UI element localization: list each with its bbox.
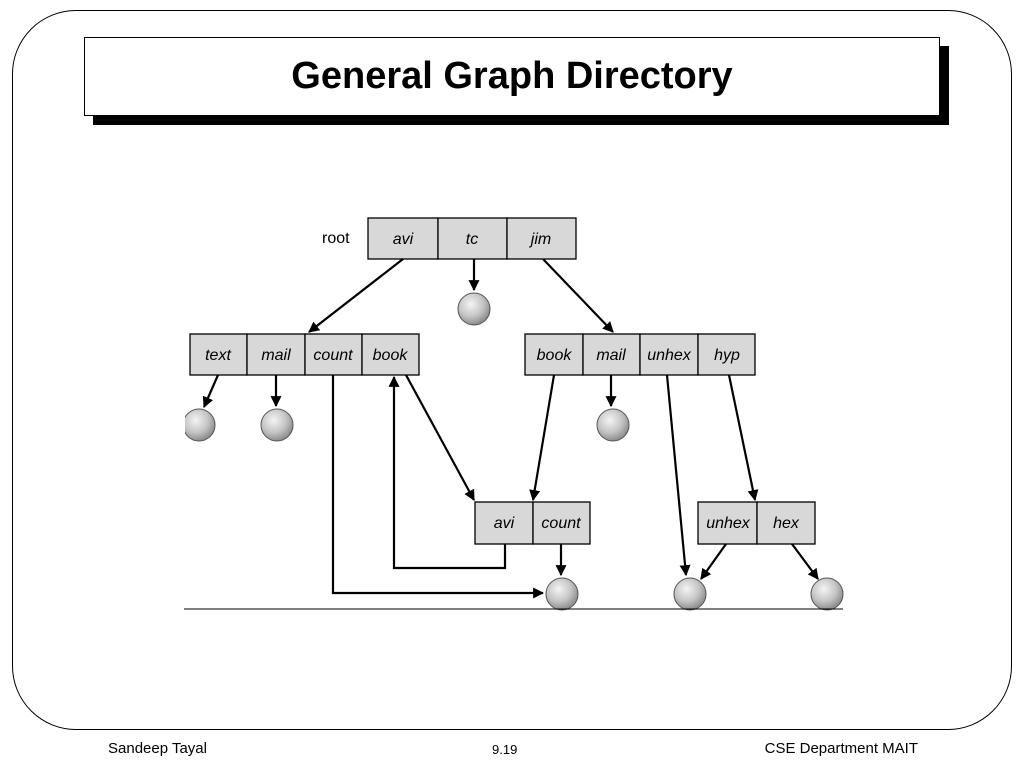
edge-count <box>331 375 545 599</box>
footer-page-number: 9.19 <box>492 742 518 757</box>
edge-hyp-unhex <box>700 543 727 580</box>
root-entry-jim: jim <box>529 231 551 248</box>
file-node-text <box>182 408 216 442</box>
root-entry-tc: tc <box>466 231 478 248</box>
edge-jim-book <box>529 374 556 502</box>
book-cell-avi <box>474 501 534 545</box>
edge-unhex <box>665 374 691 577</box>
title-box: General Graph Directory <box>84 37 940 116</box>
avi-cell-text <box>189 333 248 376</box>
slide-frame <box>12 10 1012 730</box>
root-cell-tc <box>437 217 508 260</box>
edge-hyp <box>727 374 759 502</box>
avi-entry-mail: mail <box>261 347 291 364</box>
jim-entry-book: book <box>537 347 573 364</box>
avi-cell-mail <box>246 333 306 376</box>
edge-avi <box>308 258 404 333</box>
edge-jim <box>542 258 614 333</box>
jim-cell-book <box>524 333 584 376</box>
jim-directory: book mail unhex hyp <box>524 333 756 376</box>
file-nodes <box>182 292 844 611</box>
avi-cell-book <box>361 333 420 376</box>
hyp-entry-unhex: unhex <box>706 515 751 532</box>
jim-entry-unhex: unhex <box>647 347 692 364</box>
root-cell-jim <box>506 217 577 260</box>
file-node-hex <box>810 577 844 611</box>
avi-entry-count: count <box>313 347 353 364</box>
jim-entry-mail: mail <box>596 347 626 364</box>
avi-entry-text: text <box>205 347 231 364</box>
edge-hyp-hex <box>791 543 819 580</box>
image-crop-mask <box>168 400 185 450</box>
edge-text <box>202 374 220 409</box>
book-entry-count: count <box>541 515 581 532</box>
edge-book <box>405 374 475 501</box>
edge-book-avi <box>388 375 507 570</box>
root-entry-avi: avi <box>393 231 414 248</box>
hyp-directory: unhex hex <box>697 501 816 545</box>
hyp-cell-hex <box>756 501 816 545</box>
jim-cell-hyp <box>697 333 756 376</box>
avi-directory: text mail count book <box>189 333 420 376</box>
jim-entry-hyp: hyp <box>714 347 740 364</box>
book-directory: avi count <box>474 501 591 545</box>
book-cell-count <box>532 501 591 545</box>
jim-cell-unhex <box>639 333 699 376</box>
avi-cell-count <box>304 333 363 376</box>
footer-department: CSE Department MAIT <box>764 740 918 757</box>
slide-title: General Graph Directory <box>291 55 733 97</box>
file-node-mail <box>260 408 294 442</box>
hyp-entry-hex: hex <box>773 515 800 532</box>
book-entry-avi: avi <box>494 515 515 532</box>
file-node-unhex <box>673 577 707 611</box>
file-node-tc <box>457 292 491 326</box>
file-node-jim-mail <box>596 408 630 442</box>
file-node-count <box>545 577 579 611</box>
edges <box>202 258 819 599</box>
root-directory: avi tc jim <box>367 217 577 260</box>
footer-author: Sandeep Tayal <box>108 740 207 757</box>
root-label: root <box>322 230 350 247</box>
avi-entry-book: book <box>373 347 409 364</box>
